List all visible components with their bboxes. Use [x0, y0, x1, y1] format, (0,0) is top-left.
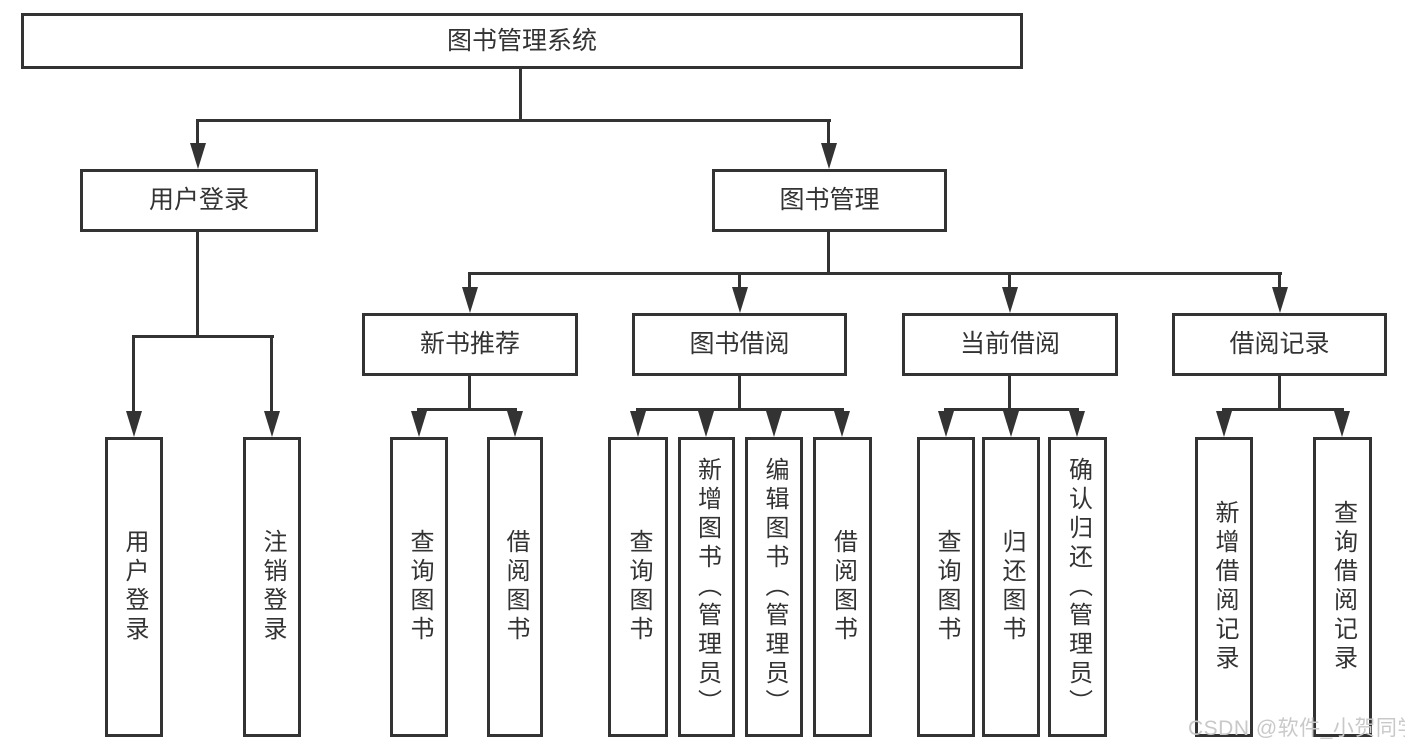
connector-borrowing-hline [636, 408, 844, 411]
arrow-down-icon [462, 287, 478, 313]
node-new-book-recommend: 新书推荐 [362, 313, 578, 376]
arrow-down-icon [1002, 287, 1018, 313]
leaf-query-borrow-record-label: 查询借阅记录 [1329, 500, 1357, 674]
arrow-down-icon [1216, 411, 1232, 437]
arrow-down-icon [821, 143, 837, 169]
leaf-user-login: 用户登录 [105, 437, 163, 737]
leaf-query-book-current: 查询图书 [917, 437, 975, 737]
connector-stem [196, 119, 199, 146]
node-book-borrow-label: 图书借阅 [689, 330, 790, 358]
arrow-down-icon [938, 411, 954, 437]
node-book-management: 图书管理 [712, 169, 947, 232]
node-current-borrow: 当前借阅 [902, 313, 1118, 376]
connector-newbooks-stem [468, 376, 471, 411]
connector-stem [468, 272, 471, 290]
leaf-add-book-admin: 新增图书（管理员） [678, 437, 735, 737]
leaf-query-book-borrowing-label: 查询图书 [625, 529, 652, 645]
arrow-down-icon [411, 411, 427, 437]
arrow-down-icon [126, 411, 142, 437]
arrow-down-icon [264, 411, 280, 437]
connector-level2-hline [468, 272, 1282, 275]
connector-userlogin-stem [196, 232, 199, 338]
node-current-borrow-label: 当前借阅 [959, 330, 1060, 358]
connector-stem [270, 335, 273, 413]
root-node: 图书管理系统 [21, 13, 1023, 69]
arrow-down-icon [732, 287, 748, 313]
arrow-down-icon [507, 411, 523, 437]
connector-level1-hline [196, 119, 831, 122]
node-new-book-recommend-label: 新书推荐 [419, 330, 520, 358]
arrow-down-icon [698, 411, 714, 437]
leaf-return-book-label: 归还图书 [998, 529, 1025, 645]
node-user-login: 用户登录 [80, 169, 318, 232]
leaf-add-borrow-record: 新增借阅记录 [1195, 437, 1253, 737]
leaf-query-book-borrowing: 查询图书 [608, 437, 668, 737]
arrow-down-icon [834, 411, 850, 437]
leaf-query-book-current-label: 查询图书 [933, 529, 960, 645]
node-borrow-records-label: 借阅记录 [1229, 330, 1330, 358]
leaf-confirm-return-admin-label: 确认归还（管理员） [1064, 456, 1092, 718]
connector-bookmgmt-stem [827, 232, 830, 275]
connector-stem [1278, 272, 1281, 290]
leaf-logout: 注销登录 [243, 437, 301, 737]
leaf-user-login-label: 用户登录 [121, 529, 148, 645]
leaf-edit-book-admin-label: 编辑图书（管理员） [761, 456, 788, 718]
connector-records-hline [1222, 408, 1344, 411]
connector-borrowing-stem [738, 376, 741, 411]
node-borrow-records: 借阅记录 [1172, 313, 1387, 376]
arrow-down-icon [630, 411, 646, 437]
connector-stem [827, 119, 830, 146]
leaf-borrow-book-borrowing: 借阅图书 [813, 437, 872, 737]
arrow-down-icon [1003, 411, 1019, 437]
connector-current-stem [1008, 376, 1011, 411]
node-book-management-label: 图书管理 [779, 186, 880, 214]
leaf-edit-book-admin: 编辑图书（管理员） [745, 437, 803, 737]
leaf-borrow-book-borrowing-label: 借阅图书 [829, 529, 857, 645]
connector-current-hline [944, 408, 1079, 411]
watermark: CSDN @软件_小贺同学 [1188, 717, 1405, 740]
arrow-down-icon [1334, 411, 1350, 437]
leaf-borrow-book-newbooks: 借阅图书 [487, 437, 543, 737]
leaf-add-borrow-record-label: 新增借阅记录 [1211, 500, 1238, 674]
arrow-down-icon [190, 143, 206, 169]
arrow-down-icon [1069, 411, 1085, 437]
leaf-logout-label: 注销登录 [259, 529, 286, 645]
leaf-return-book: 归还图书 [982, 437, 1040, 737]
connector-records-stem [1278, 376, 1281, 411]
leaf-query-book-newbooks-label: 查询图书 [406, 529, 433, 645]
connector-stem [132, 335, 135, 413]
leaf-query-book-newbooks: 查询图书 [390, 437, 448, 737]
leaf-add-book-admin-label: 新增图书（管理员） [693, 456, 721, 718]
arrow-down-icon [766, 411, 782, 437]
node-book-borrow: 图书借阅 [632, 313, 847, 376]
connector-userlogin-hline [132, 335, 274, 338]
leaf-query-borrow-record: 查询借阅记录 [1313, 437, 1372, 737]
leaf-borrow-book-newbooks-label: 借阅图书 [502, 529, 529, 645]
arrow-down-icon [1272, 287, 1288, 313]
root-node-label: 图书管理系统 [446, 26, 597, 55]
node-user-login-label: 用户登录 [148, 186, 249, 214]
connector-stem [738, 272, 741, 290]
connector-newbooks-hline [417, 408, 517, 411]
leaf-confirm-return-admin: 确认归还（管理员） [1048, 437, 1107, 737]
connector-root-stem [519, 69, 522, 121]
connector-stem [1008, 272, 1011, 290]
